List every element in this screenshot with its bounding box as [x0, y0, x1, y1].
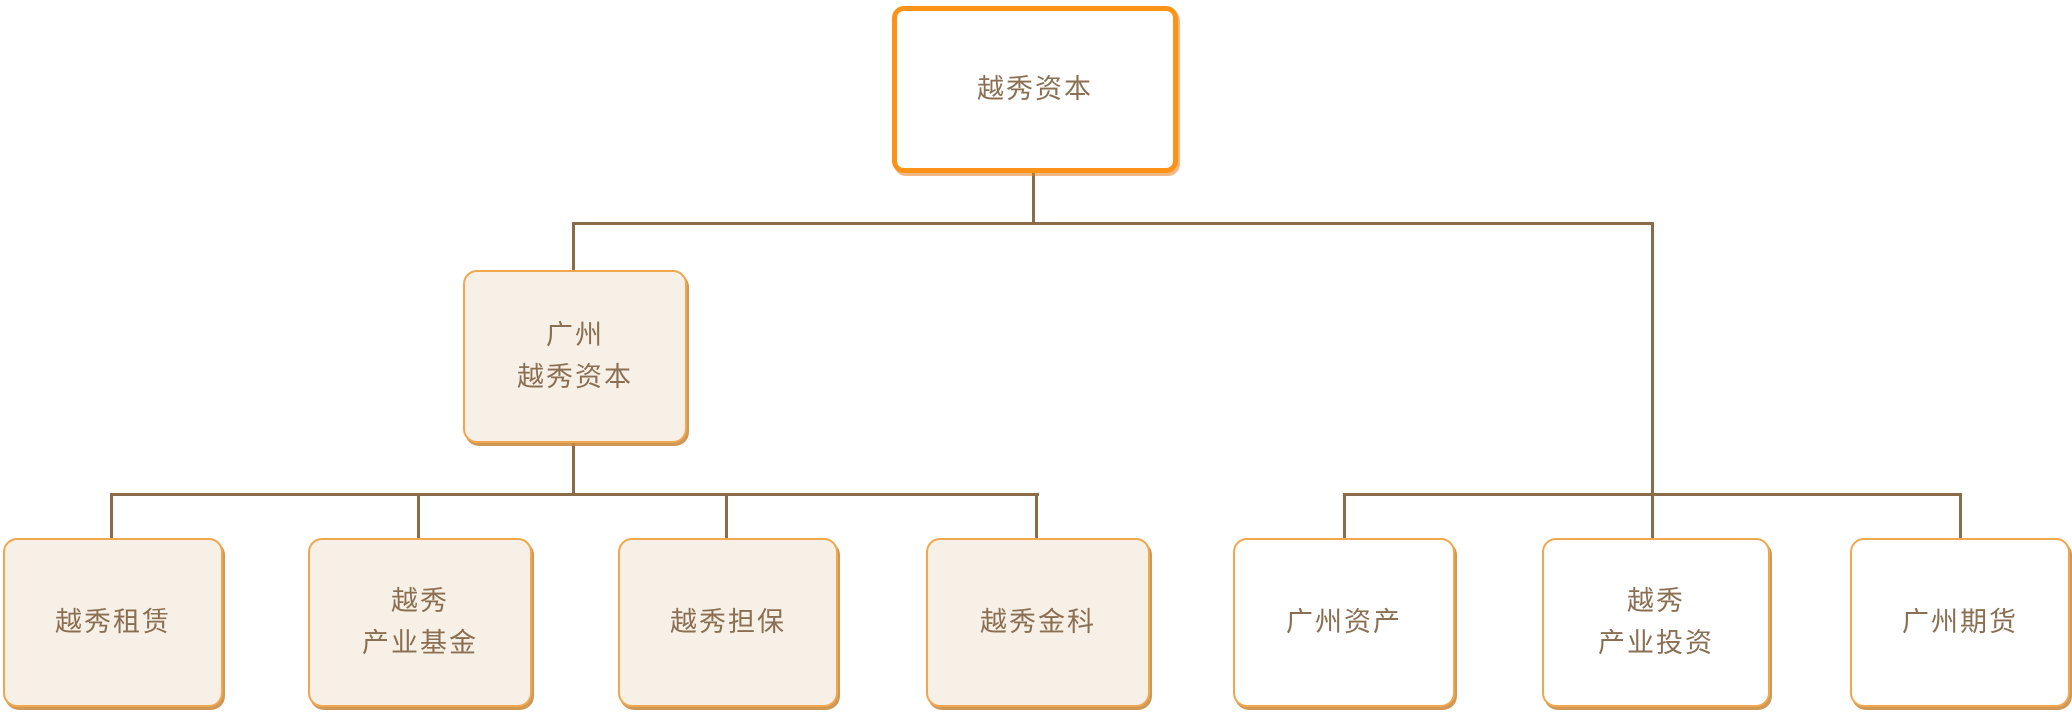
- edge-gz-capital-bottom: [572, 443, 575, 493]
- edge-right-branch-long: [1651, 222, 1654, 538]
- org-node-label: 广州 越秀资本: [517, 319, 633, 393]
- org-node-guangzhou-assets[interactable]: 广州资产: [1233, 538, 1455, 707]
- edge-left-group-horizontal: [110, 493, 1039, 496]
- edge-drop-guarantee: [725, 493, 728, 538]
- edge-root-down: [1032, 173, 1035, 222]
- org-node-label: 越秀资本: [977, 73, 1093, 105]
- org-node-guangzhou-futures[interactable]: 广州期货: [1850, 538, 2070, 707]
- org-node-yuexiu-leasing[interactable]: 越秀租赁: [3, 538, 223, 707]
- edge-gz-capital-top: [572, 222, 575, 270]
- edge-drop-industry-fund: [417, 493, 420, 538]
- org-node-yuexiu-industry-investment[interactable]: 越秀 产业投资: [1542, 538, 1770, 707]
- org-node-yuexiu-capital[interactable]: 越秀资本: [892, 6, 1178, 173]
- edge-right-group-horizontal: [1343, 493, 1962, 496]
- org-node-label: 广州资产: [1286, 606, 1402, 638]
- org-node-label: 越秀金科: [980, 606, 1096, 638]
- edge-level1-horizontal: [572, 222, 1654, 225]
- org-node-label: 越秀 产业投资: [1598, 585, 1714, 659]
- edge-drop-fintech: [1035, 493, 1038, 538]
- edge-drop-leasing: [110, 493, 113, 538]
- edge-drop-gz-futures: [1959, 493, 1962, 538]
- org-node-label: 越秀租赁: [55, 606, 171, 638]
- org-node-label: 广州期货: [1902, 606, 2018, 638]
- org-node-label: 越秀担保: [670, 606, 786, 638]
- org-node-label: 越秀 产业基金: [362, 585, 478, 659]
- org-node-yuexiu-guarantee[interactable]: 越秀担保: [618, 538, 838, 707]
- org-node-yuexiu-fintech[interactable]: 越秀金科: [926, 538, 1150, 707]
- edge-drop-gz-assets: [1343, 493, 1346, 538]
- org-node-yuexiu-industry-fund[interactable]: 越秀 产业基金: [308, 538, 532, 707]
- org-node-guangzhou-yuexiu-capital[interactable]: 广州 越秀资本: [463, 270, 687, 443]
